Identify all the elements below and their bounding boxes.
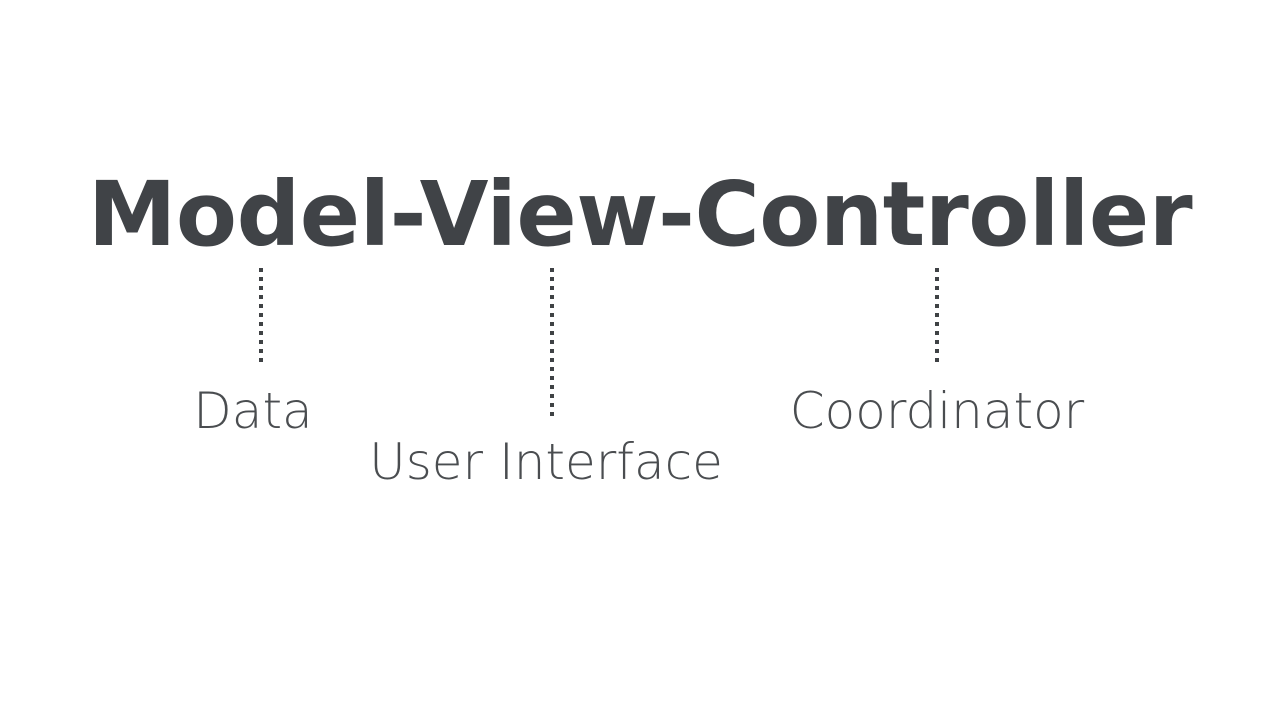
leader-line-view [550,268,554,419]
annotation-label-view: User Interface [369,433,723,491]
annotation-label-controller: Coordinator [789,382,1085,440]
page-title: Model-View-Controller [87,162,1193,266]
leader-line-controller [935,268,939,366]
annotation-label-model: Data [193,382,313,440]
leader-line-model [259,268,263,366]
